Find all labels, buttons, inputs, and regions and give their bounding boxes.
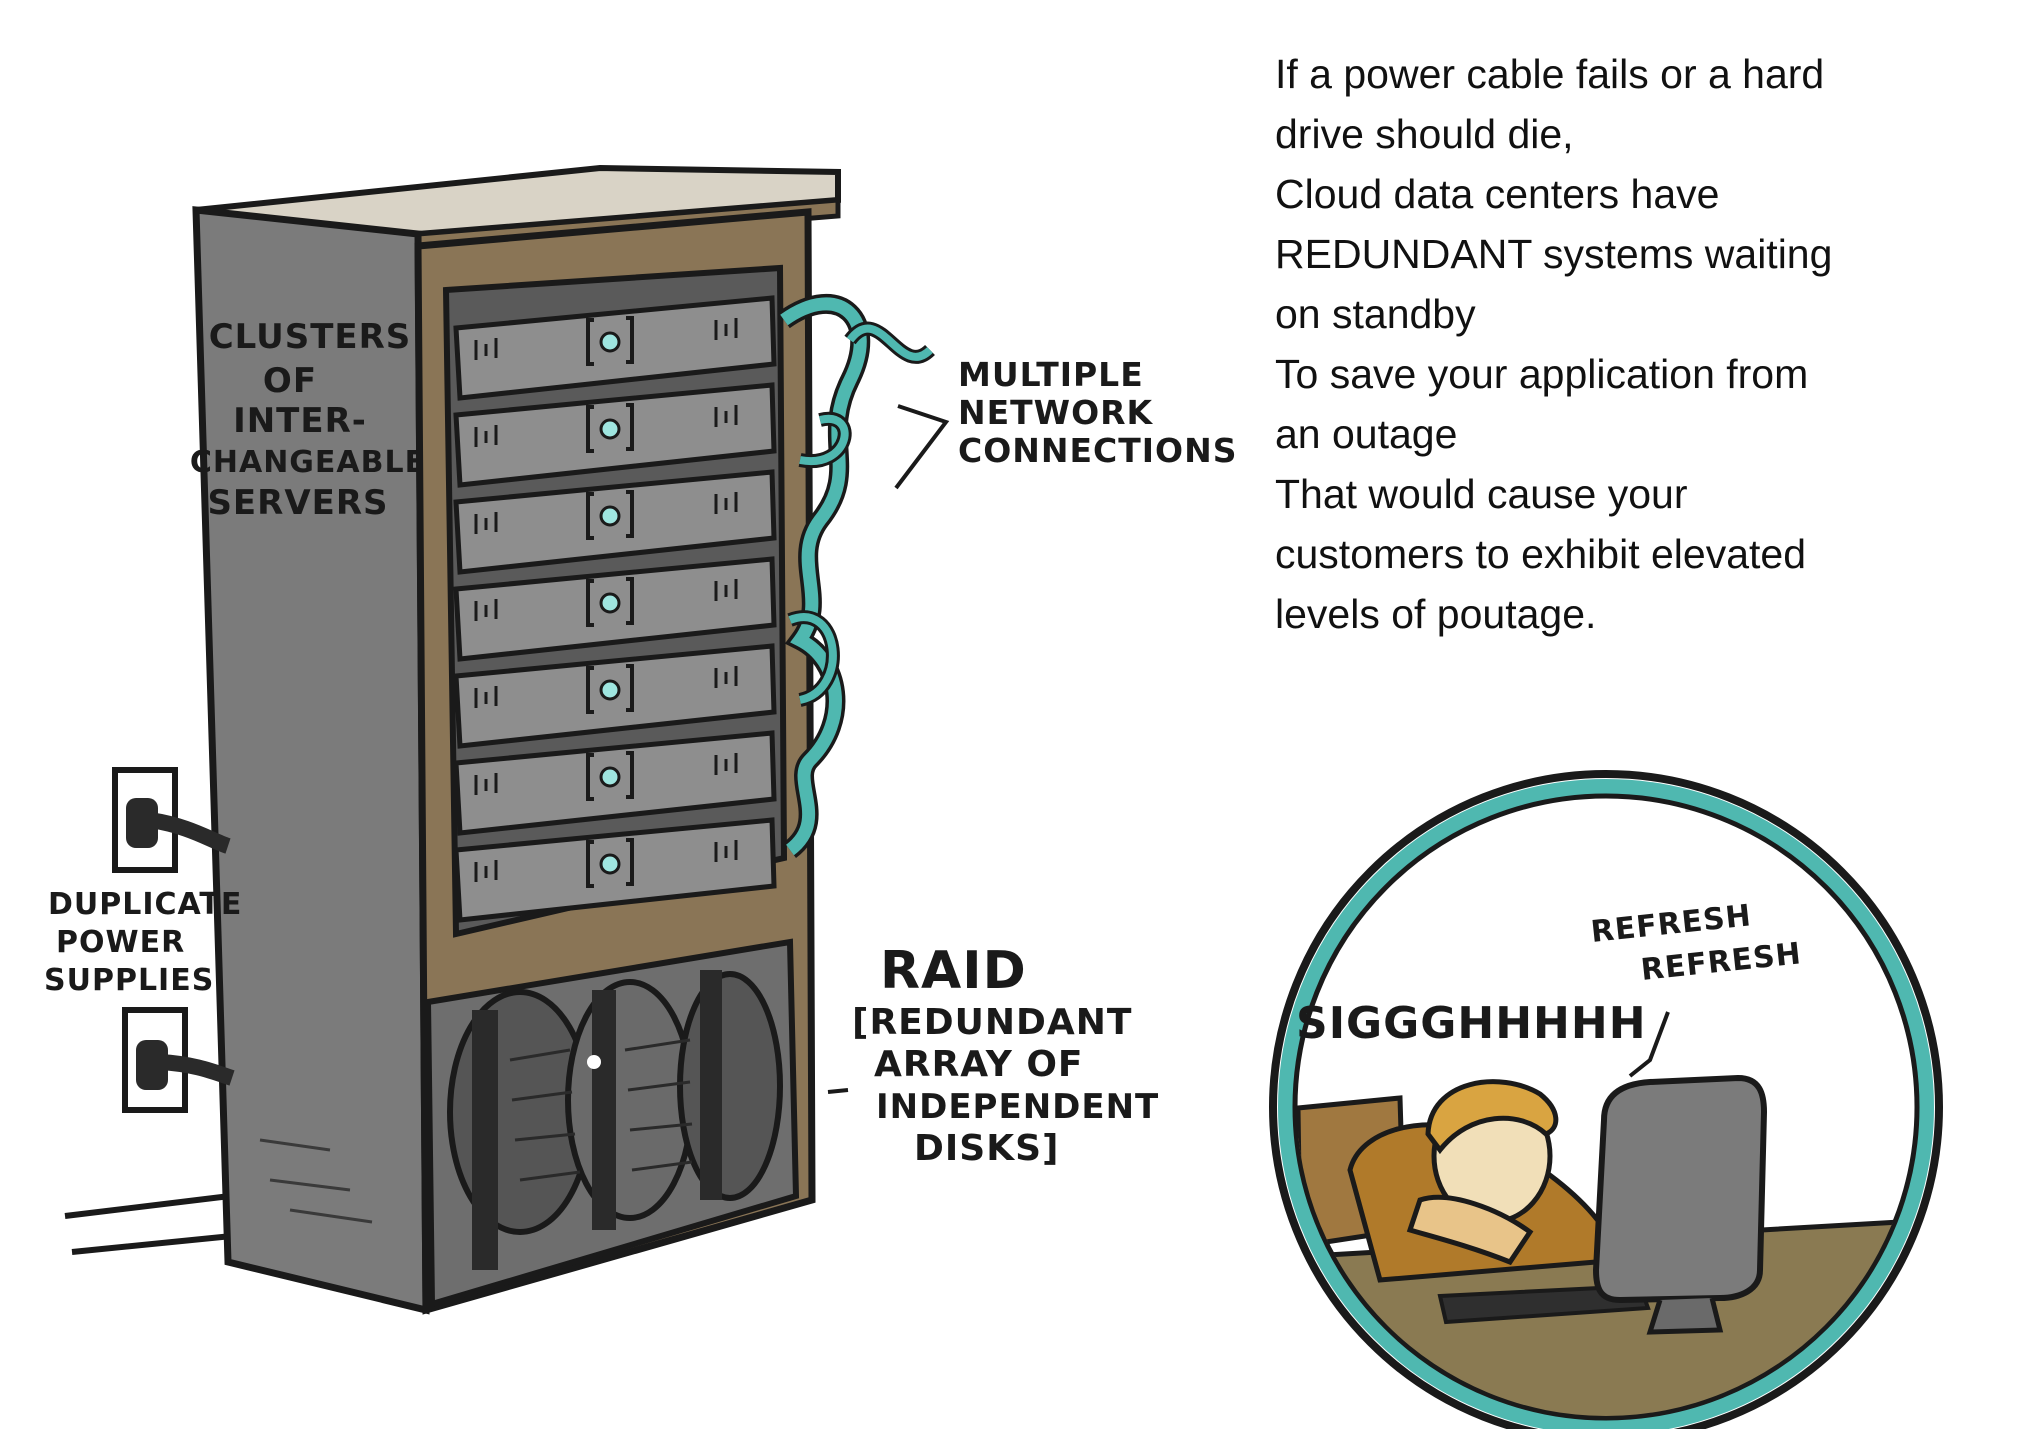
- label-raid-line: DISKS]: [914, 1128, 1059, 1169]
- label-clusters-line: CLUSTERS: [209, 317, 412, 357]
- closeup-scene: [1269, 770, 1943, 1429]
- caption-line: That would cause your: [1275, 471, 1688, 517]
- sigh-text: SIGGGHHHHH: [1296, 998, 1647, 1049]
- caption-line: Cloud data centers have: [1275, 171, 1720, 217]
- label-power: DUPLICATE POWER SUPPLIES: [44, 887, 242, 998]
- caption-line: on standby: [1275, 291, 1476, 337]
- raid-disks: [424, 938, 800, 1309]
- server-led: [599, 418, 621, 440]
- server-units: [453, 295, 777, 923]
- label-raid-line: INDEPENDENT: [876, 1087, 1159, 1127]
- caption-line: REDUNDANT systems waiting: [1275, 231, 1833, 277]
- caption-line: drive should die,: [1275, 111, 1574, 157]
- server-unit: [453, 556, 777, 662]
- caption-line: levels of poutage.: [1275, 591, 1597, 637]
- caption-line: To save your application from: [1275, 351, 1809, 397]
- label-power-line: DUPLICATE: [48, 887, 242, 922]
- server-led: [599, 331, 621, 353]
- caption-line: customers to exhibit elevated: [1275, 531, 1806, 577]
- server-unit: [453, 295, 777, 401]
- server-led: [599, 766, 621, 788]
- annotation-marks: [827, 404, 950, 1094]
- server-led: [599, 505, 621, 527]
- raid-title: RAID: [880, 941, 1027, 1001]
- power-outlets: [112, 767, 235, 1113]
- label-raid-line: [REDUNDANT: [852, 1002, 1132, 1043]
- label-clusters: CLUSTERS OF INTER- CHANGEABLE SERVERS: [190, 317, 426, 523]
- server-unit: [453, 382, 777, 488]
- caption-text: If a power cable fails or a hard drive s…: [1275, 44, 1975, 644]
- label-clusters-line: OF: [263, 361, 317, 401]
- label-clusters-line: CHANGEABLE: [190, 445, 426, 480]
- label-clusters-line: SERVERS: [207, 483, 388, 523]
- label-power-line: POWER: [56, 925, 185, 960]
- caption-line: If a power cable fails or a hard: [1275, 51, 1825, 97]
- network-cables: [778, 293, 935, 858]
- label-network-line: CONNECTIONS: [958, 431, 1238, 470]
- caption-line: an outage: [1275, 411, 1458, 457]
- server-led: [599, 592, 621, 614]
- server-unit: [453, 730, 777, 836]
- label-network: MULTIPLE NETWORK CONNECTIONS: [958, 355, 1238, 470]
- server-unit: [453, 469, 777, 575]
- label-network-line: NETWORK: [958, 393, 1154, 432]
- server-unit: [453, 643, 777, 749]
- label-network-line: MULTIPLE: [958, 355, 1144, 394]
- label-power-line: SUPPLIES: [44, 963, 214, 998]
- label-raid: RAID [REDUNDANT ARRAY OF INDEPENDENT DIS…: [852, 941, 1159, 1169]
- server-led: [599, 679, 621, 701]
- label-raid-line: ARRAY OF: [874, 1044, 1084, 1085]
- server-led: [599, 853, 621, 875]
- label-clusters-line: INTER-: [233, 401, 367, 441]
- server-unit: [453, 817, 777, 923]
